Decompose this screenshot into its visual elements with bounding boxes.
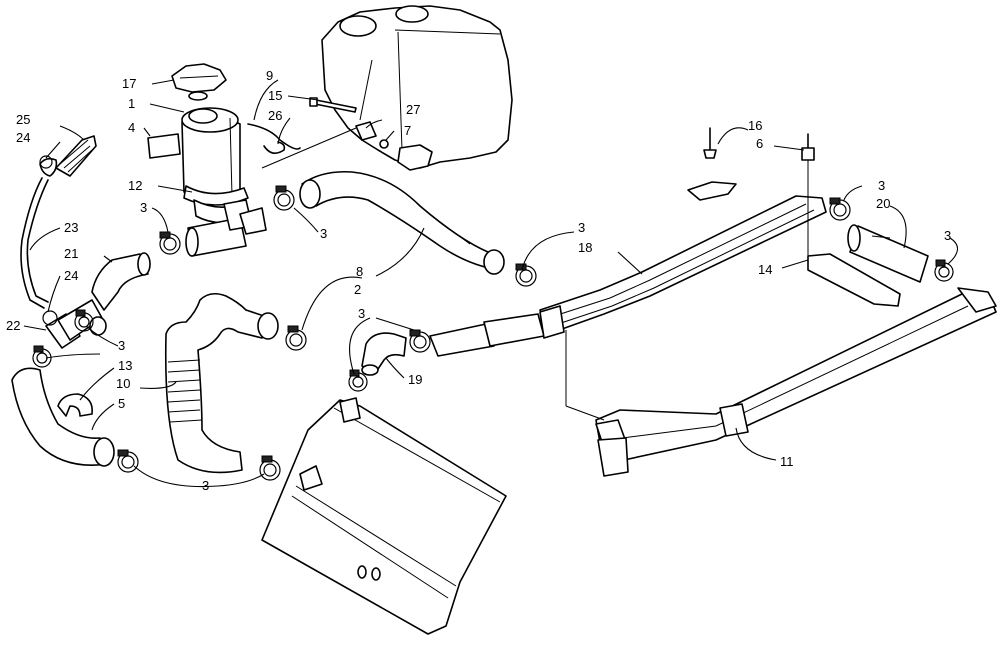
callout-24-bottom: 24 <box>64 268 78 283</box>
callout-12: 12 <box>128 178 142 193</box>
tank-washer <box>379 139 389 149</box>
callout-22: 22 <box>6 318 20 333</box>
alignment-line-tank <box>261 127 357 169</box>
clamp-3-tee-right <box>273 185 295 211</box>
elbow-hose <box>91 252 151 311</box>
callout-13: 13 <box>118 358 132 373</box>
clamp-3-hose19-top <box>409 329 431 353</box>
heat-exchanger-18 <box>539 195 827 339</box>
callout-3-bottom: 3 <box>202 478 209 493</box>
shield-plate <box>261 397 507 635</box>
callout-7: 7 <box>404 123 411 138</box>
callout-3-upper-hose-end: 3 <box>578 220 585 235</box>
corrugated-hose <box>164 292 279 474</box>
alignment-line-exchanger-base <box>565 405 605 421</box>
callout-5: 5 <box>118 396 125 411</box>
hose-clip <box>263 141 286 154</box>
clamp-3-elbow <box>74 309 94 332</box>
mount-bolt-16 <box>703 127 717 159</box>
label-plate <box>147 133 181 159</box>
callout-10: 10 <box>116 376 130 391</box>
overflow-tube-inner <box>26 179 49 303</box>
callout-23: 23 <box>64 220 78 235</box>
clamp-8 <box>285 325 307 351</box>
overflow-tube <box>20 177 45 309</box>
callout-24-top: 24 <box>16 130 30 145</box>
bolt <box>309 97 357 113</box>
spring-clip <box>57 393 94 417</box>
clamp-3-heat-exch <box>829 197 851 221</box>
leader-lines <box>23 79 959 488</box>
heat-exchanger-11 <box>595 293 997 477</box>
callout-3-elbow: 3 <box>118 338 125 353</box>
callout-26: 26 <box>268 108 282 123</box>
callout-9: 9 <box>266 68 273 83</box>
tank-bracket <box>355 121 377 141</box>
callout-25: 25 <box>16 112 30 127</box>
clamp-3-upper-hose-end <box>515 263 537 287</box>
exchanger-inlet-hose <box>429 313 545 357</box>
clamp-3-hose19-bottom <box>348 369 368 392</box>
callouts: 17 1 4 12 3 9 15 26 27 7 3 2 8 3 19 3 18… <box>6 68 951 493</box>
callout-27: 27 <box>406 102 420 117</box>
clamp-3-lower-left <box>32 345 52 368</box>
callout-21: 21 <box>64 246 78 261</box>
clamp-3-hose20 <box>934 259 954 282</box>
callout-18: 18 <box>578 240 592 255</box>
rivet-plate <box>687 181 737 201</box>
callout-4: 4 <box>128 120 135 135</box>
callout-1: 1 <box>128 96 135 111</box>
callout-19: 19 <box>408 372 422 387</box>
callout-8: 8 <box>356 264 363 279</box>
callout-17: 17 <box>122 76 136 91</box>
callout-3-hose20: 3 <box>944 228 951 243</box>
coupler-fitting <box>45 299 107 349</box>
upper-hose <box>299 170 505 275</box>
lower-hose <box>11 367 115 467</box>
callout-11: 11 <box>780 454 794 469</box>
callout-3-hose19: 3 <box>358 306 365 321</box>
callout-20: 20 <box>876 196 890 211</box>
callout-3-tee-left: 3 <box>140 200 147 215</box>
callout-6: 6 <box>756 136 763 151</box>
callout-15: 15 <box>268 88 282 103</box>
callout-3-heat-exch: 3 <box>878 178 885 193</box>
tee-fitting <box>185 199 267 257</box>
reservoir-tank <box>321 5 513 171</box>
mount-bolt-6 <box>801 133 815 161</box>
radiator-cap <box>171 63 227 101</box>
vent-hose <box>247 123 301 150</box>
clamp-3-corrugated <box>259 455 281 481</box>
clamp-3-tee-left <box>159 231 181 255</box>
clamp-24 <box>39 155 58 326</box>
callout-2: 2 <box>354 282 361 297</box>
callout-14: 14 <box>758 262 772 277</box>
right-end-fitting <box>957 287 997 313</box>
callout-3-tee-right: 3 <box>320 226 327 241</box>
clamp-3-lower <box>117 449 139 473</box>
callout-16: 16 <box>748 118 762 133</box>
elbow-hose-19 <box>361 332 407 376</box>
cross-bracket <box>807 253 901 307</box>
